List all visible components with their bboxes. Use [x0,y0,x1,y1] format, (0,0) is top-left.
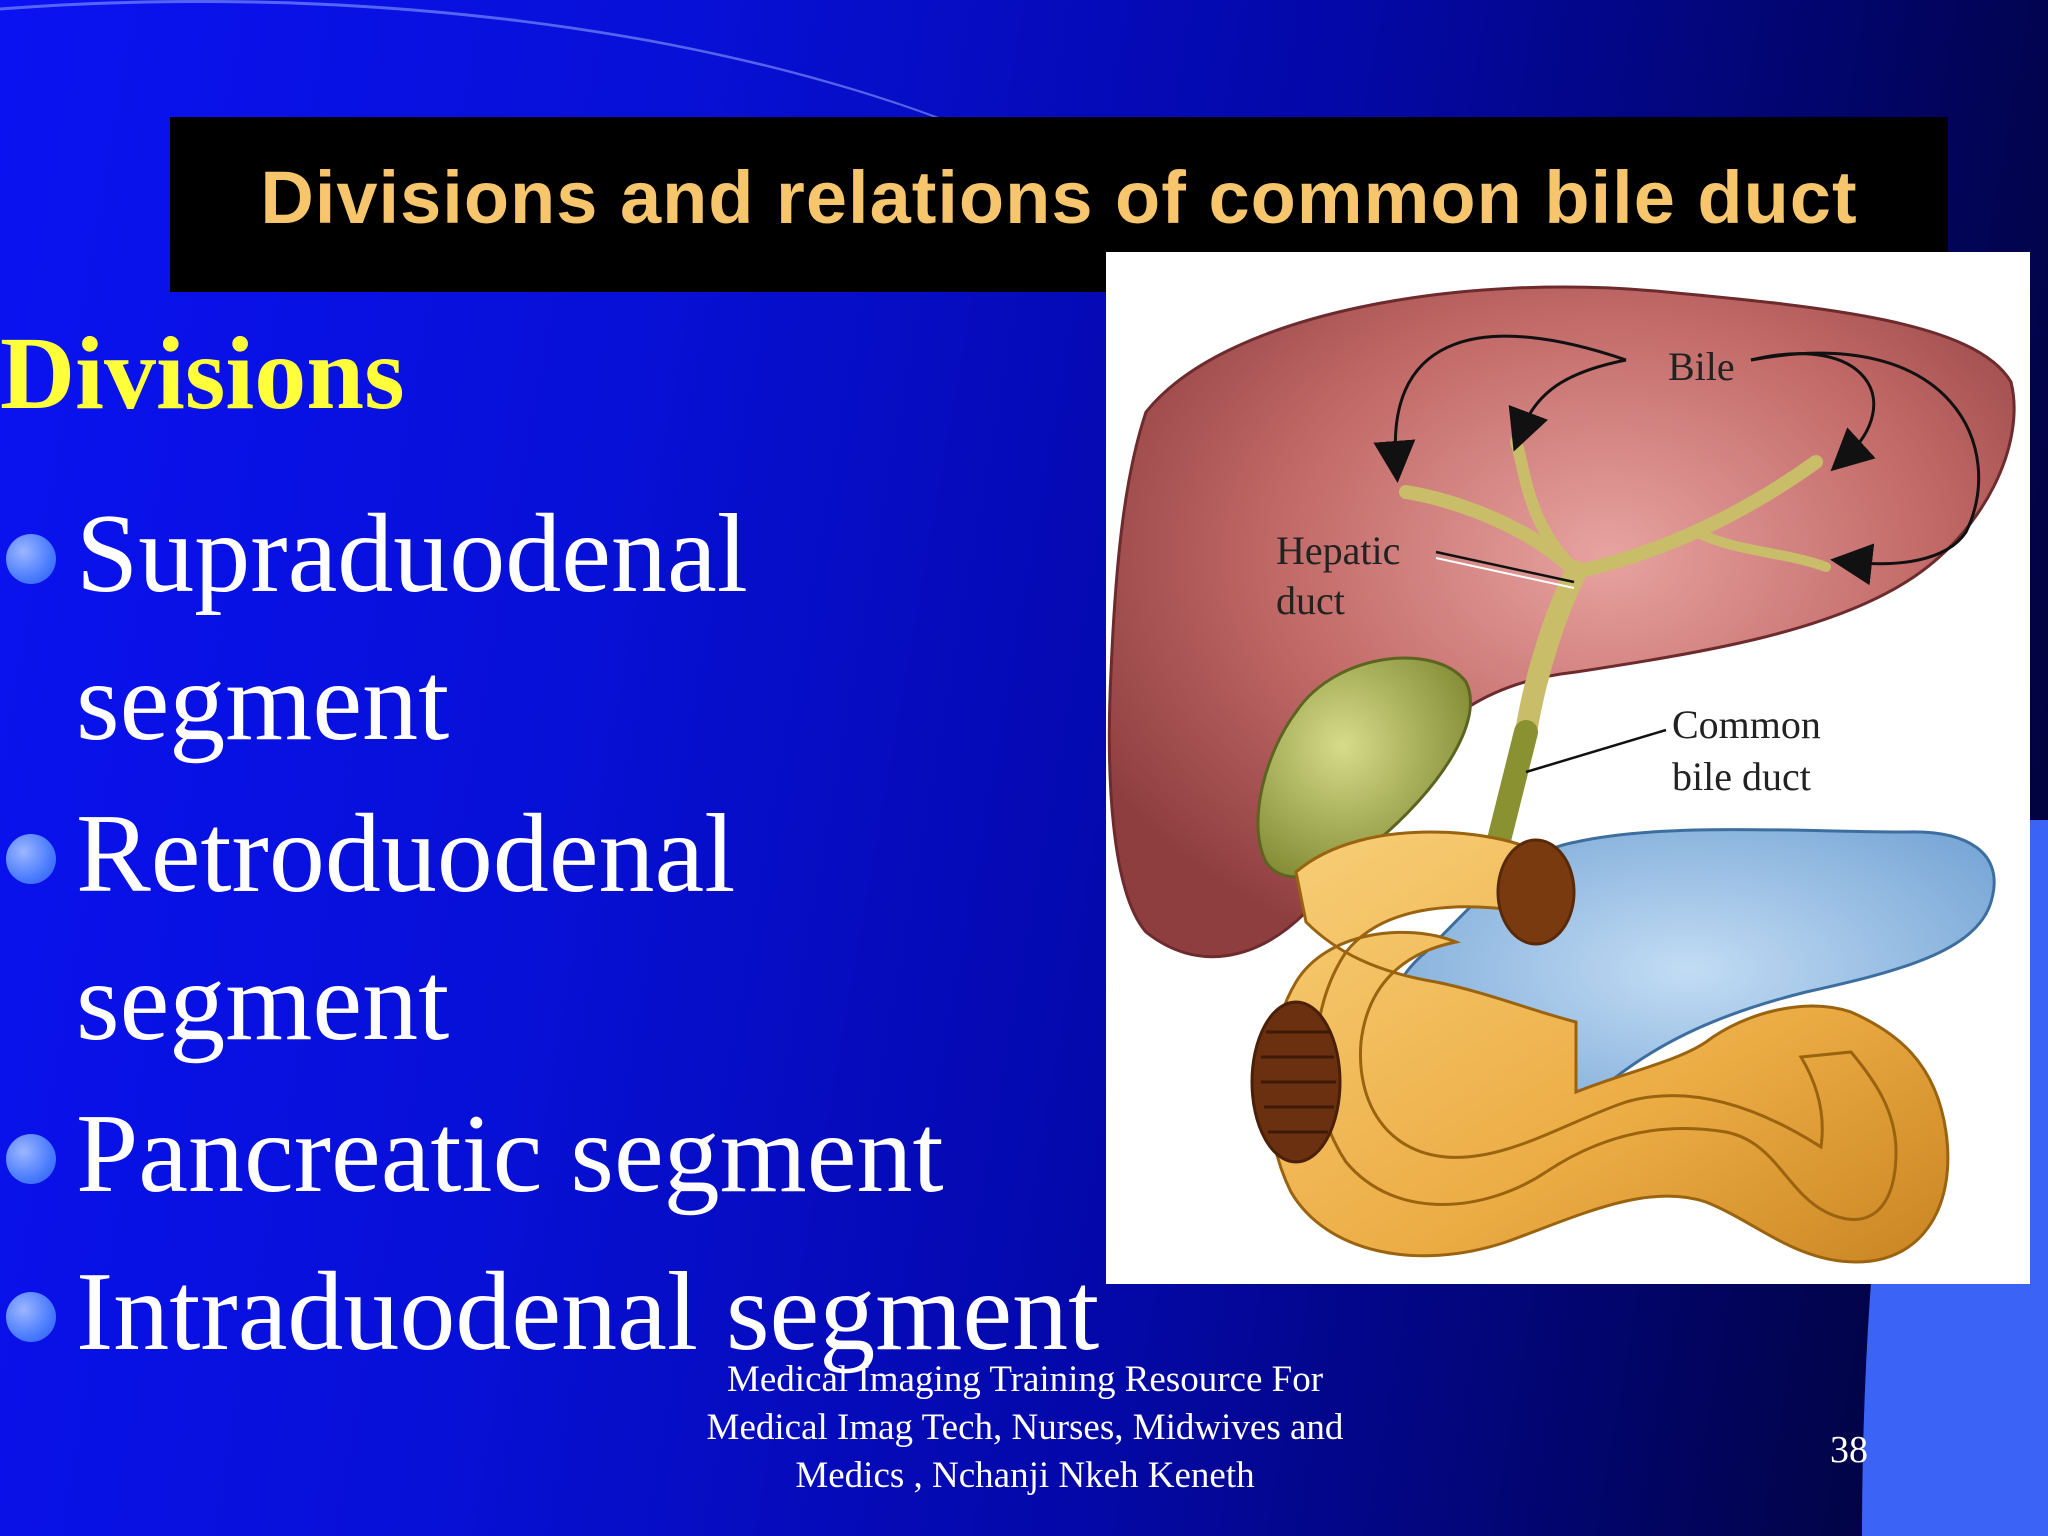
hepatic-leader-line-highlight [1435,557,1575,589]
cbd-leader-line [1525,728,1667,774]
label-hepatic-line1: Hepatic [1276,528,1400,573]
biliary-anatomy-illustration: Bile Hepatic duct Common bile duct [1107,285,2016,1264]
bullet-text-line: segment [76,940,450,1064]
hepatic-leader-line [1435,550,1575,584]
bullet-text-line: Supraduodenal [76,492,748,616]
slide-title: Divisions and relations of common bile d… [260,156,1858,239]
bile-flow-arrows [1373,334,1981,586]
bullet-text: Intraduodenal segment [76,1250,1100,1374]
duodenum-shape [1267,830,1950,1264]
bullet-text-line: Retroduodenal [76,792,736,916]
label-bile: Bile [1668,344,1735,389]
bullet-dot-icon [6,1292,56,1342]
duodenal-folds [1261,1030,1336,1134]
bullet-text-line: segment [76,640,450,764]
label-hepatic-line2: duct [1276,578,1345,623]
bullet-text: Pancreatic segment [76,1092,944,1216]
label-cbd-line1: Common [1672,702,1821,747]
page-number: 38 [1830,1429,1868,1471]
bullet-text: Retroduodenal segment [76,780,735,1076]
duodenum-lumen-upper [1496,838,1576,946]
label-cbd-line2: bile duct [1672,754,1811,799]
bullet-dot-icon [6,1134,56,1184]
section-heading: Divisions [0,316,405,431]
bullet-dot-icon [6,834,56,884]
gallbladder-shape [1256,656,1472,879]
bullet-text: Supraduodenal segment [76,480,748,776]
anatomy-figure: Bile Hepatic duct Common bile duct [1106,252,2030,1284]
bullet-dot-icon [6,534,56,584]
footer-credit: Medical Imaging Training Resource For Me… [706,1359,1344,1496]
